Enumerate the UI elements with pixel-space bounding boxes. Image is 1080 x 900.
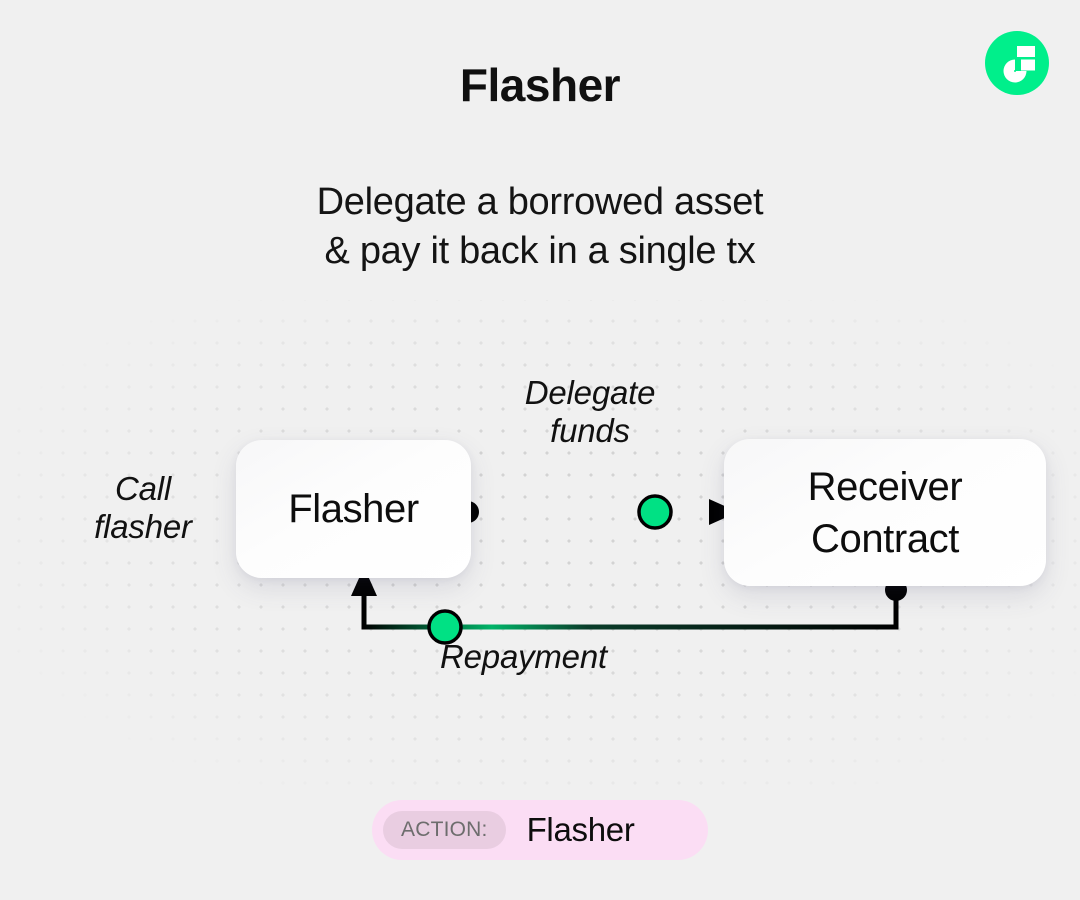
action-badge-value: Flasher [526,811,635,848]
action-badge-tag: ACTION: [383,811,506,849]
edge-label-call-flasher: Call flasher [48,470,238,547]
edge-label-call-line-2: flasher [94,508,192,546]
edge-label-delegate-line-2: funds [550,412,630,450]
subtitle-line-1: Delegate a borrowed asset [316,181,764,223]
flow-logo-icon [985,31,1049,95]
node-receiver-contract-label: Receiver Contract [808,461,963,565]
flow-diagram: Flasher Receiver Contract Call flasher D… [0,300,1080,790]
diagram-connectors [351,494,907,645]
edge-label-call-line-1: Call [114,470,172,507]
repayment-token-dot [427,609,463,645]
edge-label-delegate-funds: Delegate funds [452,374,728,451]
edge-label-repayment: Repayment [440,638,607,675]
node-receiver-line-2: Contract [811,516,959,561]
node-receiver-contract[interactable]: Receiver Contract [724,439,1046,586]
node-flasher[interactable]: Flasher [236,440,471,578]
page-title: Flasher [459,59,621,111]
delegate-token-dot [637,494,673,530]
action-badge: ACTION: Flasher [372,800,708,860]
page-subtitle: Delegate a borrowed asset & pay it back … [0,178,1080,277]
edge-label-delegate-line-1: Delegate [524,374,656,411]
edge-delegate-funds [457,494,738,530]
node-flasher-label: Flasher [288,486,419,531]
subtitle-line-2: & pay it back in a single tx [324,230,756,273]
node-receiver-line-1: Receiver [807,464,963,509]
